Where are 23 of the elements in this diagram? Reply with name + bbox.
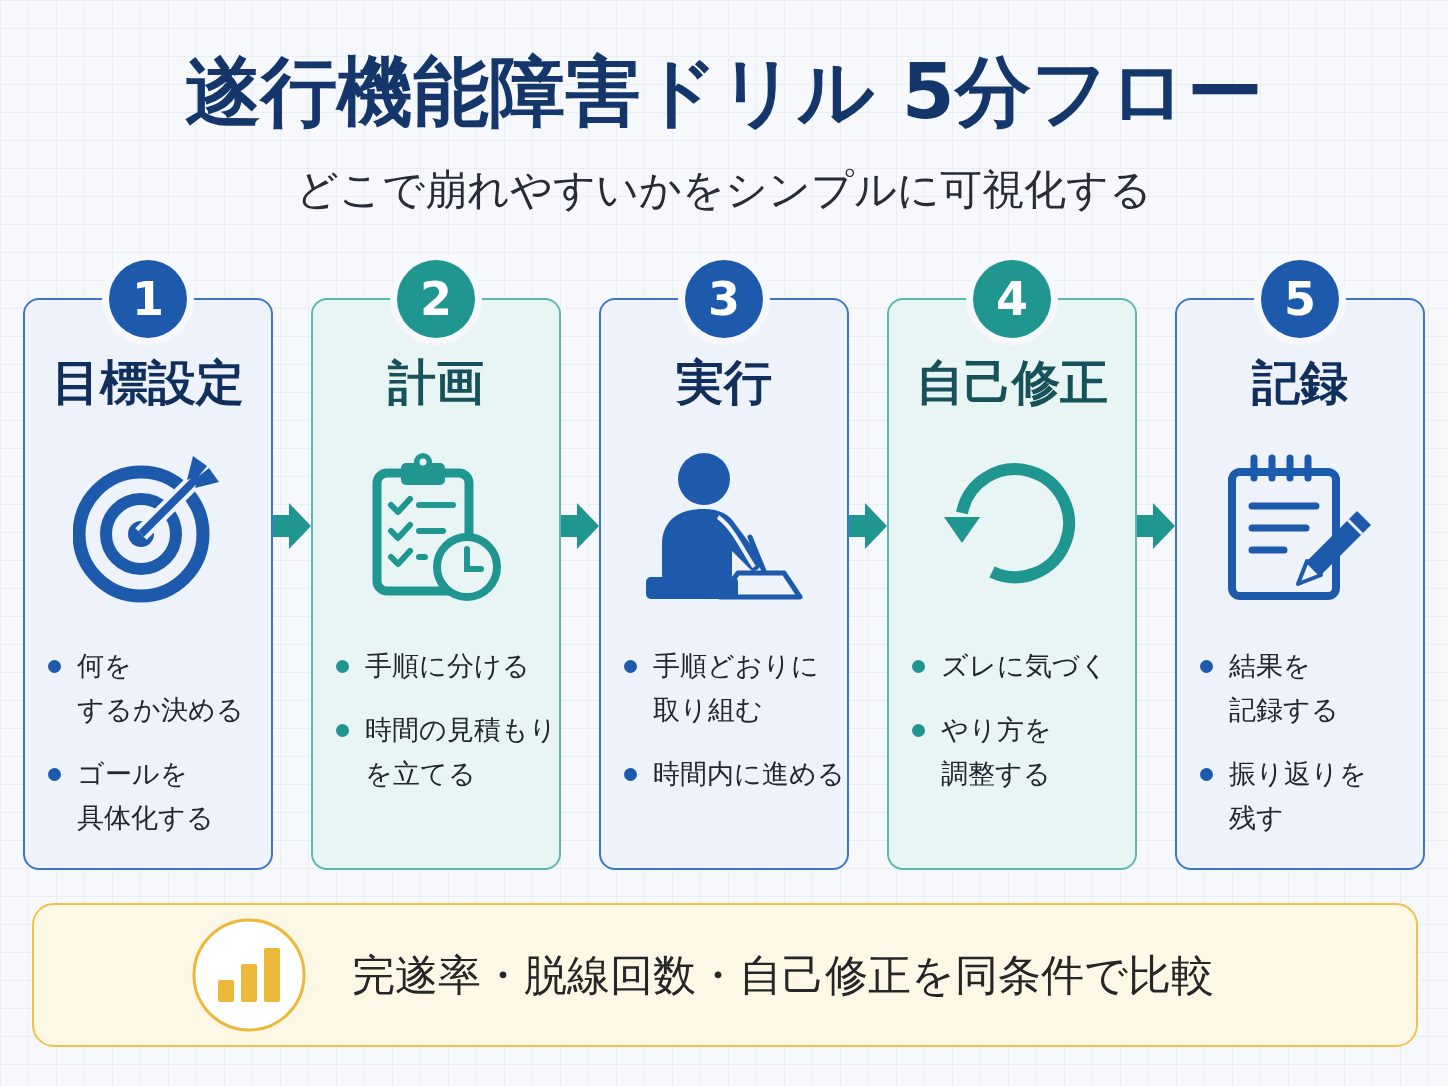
- bullet-text: ズレに気づく: [941, 649, 1109, 683]
- bullet-text: 手順どおりに取り組む: [653, 649, 820, 727]
- subtitle: どこで崩れやすいかをシンプルに可視化する: [295, 164, 1153, 216]
- step-title: 記録: [1252, 354, 1348, 410]
- summary-text: 完遂率・脱線回数・自己修正を同条件で比較: [352, 948, 1214, 1002]
- summary-banner: [32, 903, 1418, 1047]
- step-title: 実行: [676, 354, 772, 410]
- bullet-text: やり方を調整する: [941, 713, 1053, 791]
- arrow: [849, 503, 887, 549]
- bullet-text: 時間の見積もりを立てる: [365, 713, 557, 791]
- arrow: [1137, 503, 1175, 549]
- title: 遂行機能障害ドリル 5分フロー: [184, 46, 1264, 138]
- bullet-text: 結果を記録する: [1229, 649, 1340, 727]
- bullet-text: 手順に分ける: [365, 649, 531, 683]
- arrow: [273, 503, 311, 549]
- bullet-text: ゴールを具体化する: [77, 757, 215, 835]
- step-title: 計画: [388, 354, 484, 410]
- arrow: [561, 503, 599, 549]
- step-title: 自己修正: [916, 354, 1108, 410]
- bullet-text: 時間内に進める: [653, 757, 845, 791]
- step-title: 目標設定: [52, 354, 244, 410]
- bullet-text: 何をするか決める: [77, 649, 245, 727]
- bullet-text: 振り返りを残す: [1229, 757, 1368, 835]
